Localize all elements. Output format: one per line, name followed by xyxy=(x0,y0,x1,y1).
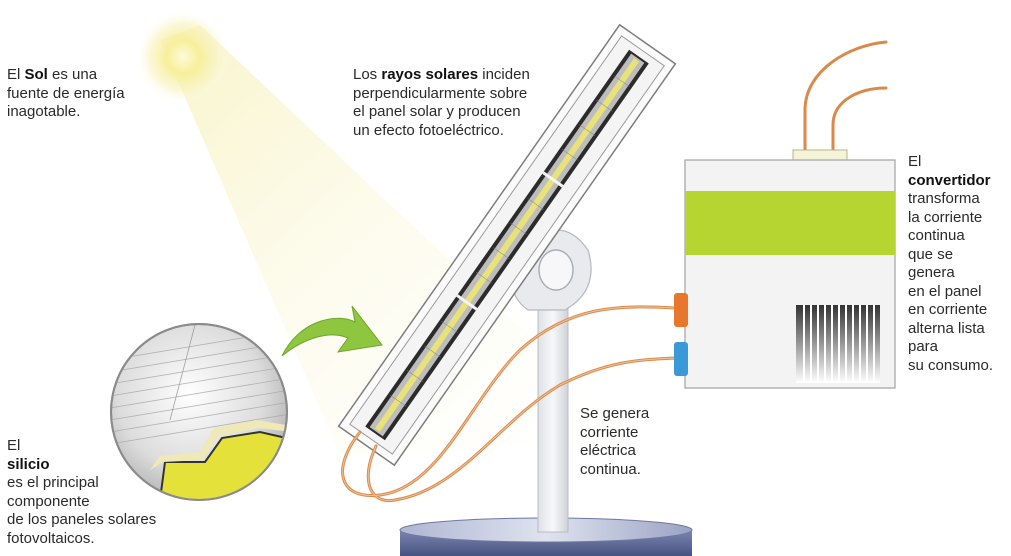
orange-connector xyxy=(674,293,688,327)
current-caption: Se genera corriente eléctrica continua. xyxy=(580,405,650,478)
silicon-magnified-icon xyxy=(110,323,288,501)
silicon-caption: El silicio es el principal componente de… xyxy=(7,437,157,547)
blue-connector xyxy=(674,342,688,376)
sun-caption: El Sol es una fuente de energía inagotab… xyxy=(7,66,125,120)
sun-icon xyxy=(135,9,231,105)
rays-caption: Los rayos solares inciden perpendicularm… xyxy=(353,66,530,139)
converter-box xyxy=(684,149,896,389)
converter-green-band xyxy=(685,191,895,255)
converter-caption: El convertidor transforma la corriente c… xyxy=(908,153,994,374)
sun-rays-beam xyxy=(160,25,640,455)
green-arrow-icon xyxy=(281,305,383,357)
output-cables xyxy=(803,40,888,154)
panel-pole xyxy=(537,299,569,533)
solar-panel xyxy=(337,23,677,467)
